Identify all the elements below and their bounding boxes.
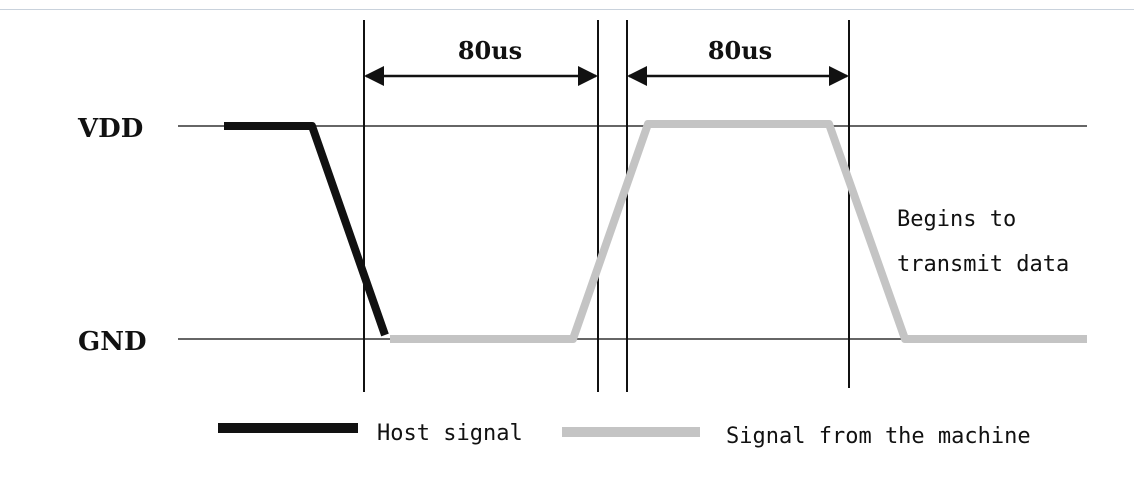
gnd-label: GND	[78, 327, 147, 357]
annotation-line-1: Begins to	[897, 207, 1016, 232]
legend: Host signal Signal from the machine	[218, 421, 1031, 449]
legend-host-label: Host signal	[377, 421, 523, 446]
interval-label-2: 80us	[708, 36, 772, 65]
top-border	[0, 0, 1134, 10]
interval-label-1: 80us	[458, 36, 522, 65]
legend-machine-label: Signal from the machine	[726, 424, 1031, 449]
host-signal-waveform	[224, 122, 389, 337]
annotation-line-2: transmit data	[897, 252, 1069, 277]
machine-signal-waveform	[390, 120, 1087, 343]
vdd-label: VDD	[77, 114, 143, 144]
